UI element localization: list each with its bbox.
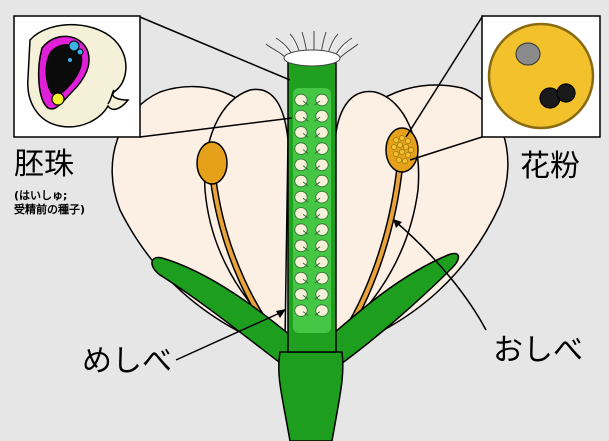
label-ovule-note: (はいしゅ; 受精前の種子)	[14, 189, 85, 217]
label-ovule-note-line1: (はいしゅ;	[14, 189, 85, 203]
stigma	[266, 31, 358, 66]
label-stamen: おしべ	[493, 336, 583, 366]
inset-pollen	[482, 16, 600, 137]
inset-ovule	[14, 16, 140, 137]
label-pollen: 花粉	[520, 152, 580, 182]
vegetative-nucleus	[516, 43, 540, 65]
polar-nuclei	[68, 58, 72, 62]
sperm-cell-2	[557, 84, 575, 102]
label-ovule-note-line2: 受精前の種子)	[14, 203, 85, 217]
anther-left	[197, 142, 227, 184]
pollen-grain-large	[489, 24, 593, 128]
antipodal-cells	[69, 41, 79, 51]
label-ovule: 胚珠	[14, 150, 74, 180]
label-pistil: めしべ	[82, 347, 172, 377]
receptacle	[279, 352, 343, 441]
egg-apparatus	[52, 93, 64, 105]
